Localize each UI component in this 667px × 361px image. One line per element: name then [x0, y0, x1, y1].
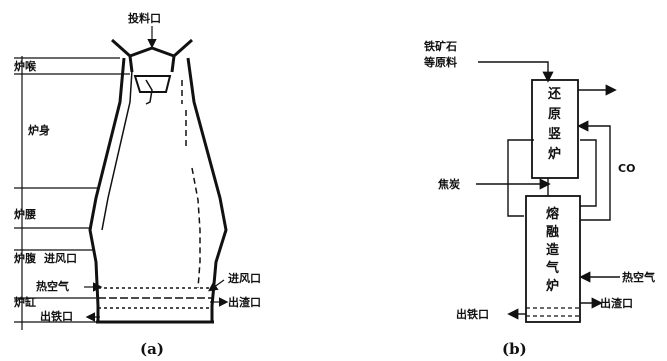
label-melter-gasifier-1: 熔: [546, 206, 560, 222]
label-hot-blast-a: 热空气: [36, 279, 69, 293]
label-slag-notch-b: 出渣口: [600, 296, 633, 310]
label-slag-notch-a: 出渣口: [228, 295, 261, 309]
label-iron-notch-a: 出铁口: [40, 309, 73, 323]
label-hearth: 炉缸: [14, 295, 36, 309]
label-charging-port: 投料口: [128, 11, 161, 25]
label-co: CO: [618, 162, 635, 175]
blast-furnace-diagram: 投料口 炉喉 炉身 炉腰 炉腹 进风口 热空气 炉缸 出铁口 进风口 出渣口 (…: [14, 11, 261, 358]
label-raw-material-1: 铁矿石: [424, 39, 457, 53]
label-hot-blast-b: 热空气: [622, 270, 655, 284]
gas-duct: [145, 79, 153, 105]
label-reduction-shaft-2: 原: [548, 107, 561, 122]
label-melter-gasifier-2: 融: [546, 224, 559, 240]
label-melter-gasifier-4: 气: [546, 260, 559, 276]
raw-material-feed: [478, 61, 554, 83]
label-tuyere-left: 进风口: [44, 251, 77, 265]
charging-bell: [133, 75, 172, 93]
label-coke: 焦炭: [437, 177, 460, 191]
furnace-liner-left: [101, 69, 133, 231]
furnace-wall-left: [88, 57, 126, 322]
charging-funnel: [111, 38, 193, 73]
label-tuyere-right: 进风口: [228, 271, 261, 285]
label-reduction-shaft-1: 还: [547, 86, 562, 102]
label-belly: 炉腰: [14, 207, 36, 221]
solids-transfer-left: [507, 139, 534, 217]
caption-b: (b): [502, 340, 527, 358]
label-raw-material-2: 等原料: [423, 55, 457, 69]
melter-gasifier-box: [525, 195, 581, 323]
label-melter-gasifier-3: 造: [546, 242, 560, 258]
co-loop-inner: [580, 139, 597, 207]
label-throat: 炉喉: [14, 59, 37, 73]
furnace-wall-right: [186, 57, 228, 322]
label-reduction-shaft-4: 炉: [548, 146, 561, 162]
label-bosh: 炉腹: [14, 251, 37, 265]
label-shaft: 炉身: [28, 123, 50, 137]
furnace-liner-right: [181, 80, 201, 289]
label-melter-gasifier-5: 炉: [546, 278, 559, 294]
label-reduction-shaft-3: 竖: [548, 127, 561, 142]
height-scale: [14, 56, 130, 330]
label-iron-notch-b: 出铁口: [456, 307, 489, 321]
corex-process-diagram: 铁矿石 等原料 还 原 竖 炉 焦炭 CO 熔 融 造 气 炉 热空气 出渣口 …: [423, 39, 655, 358]
co-loop-outer: [577, 120, 611, 221]
caption-a: (a): [140, 340, 164, 358]
tuyere-arrow: [208, 279, 225, 292]
